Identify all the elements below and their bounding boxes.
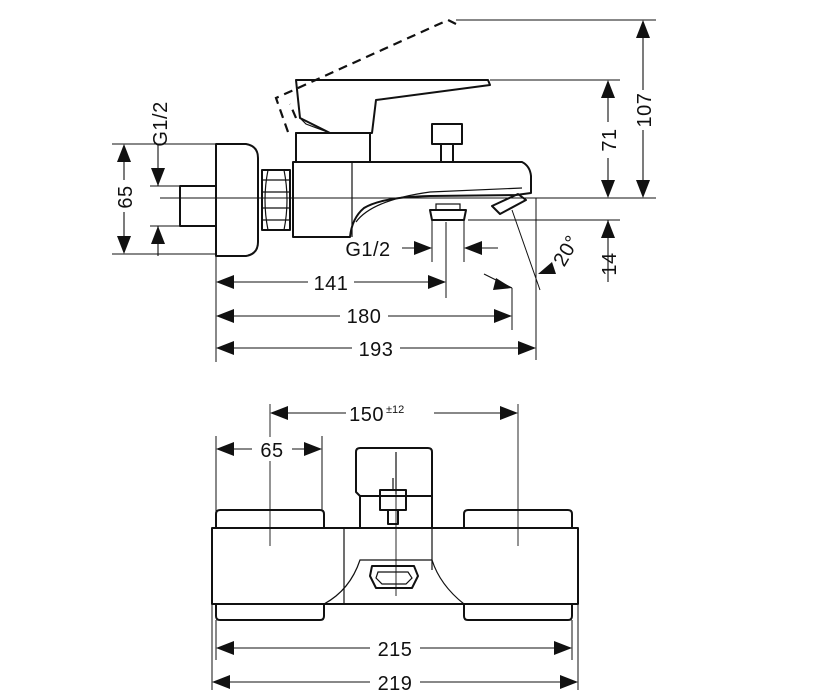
angle-label: 20° (549, 232, 584, 270)
nut-detail (262, 179, 290, 221)
diverter-outlet (491, 193, 527, 215)
side-view: 107 71 14 65 G1/2 G1/2 (112, 18, 656, 362)
right-end-cap-bottom (463, 603, 573, 621)
dim-215-label: 215 (378, 639, 413, 661)
dim-193-label: 193 (359, 339, 394, 361)
dim-14-label: 14 (599, 252, 621, 275)
top-aerator[interactable] (369, 565, 419, 589)
dim-180-label: 180 (347, 306, 382, 328)
dim-65-top-label: 65 (260, 440, 283, 462)
lever-dashed-inner (288, 103, 298, 119)
pipe-stub (179, 185, 217, 227)
top-diverter-stem (387, 509, 399, 525)
aerator-top (435, 203, 461, 211)
aerator-outlet (429, 209, 467, 221)
thread-bottom-label: G1/2 (345, 239, 390, 261)
top-view: 150 ±12 65 215 219 (211, 400, 579, 695)
dim-107-label: 107 (634, 93, 656, 128)
spout-lower-curve (355, 187, 523, 223)
dim-141-label: 141 (314, 273, 349, 295)
lever-inner-line (299, 117, 331, 134)
dim-71-label: 71 (599, 128, 621, 151)
dim-150-tolerance: ±12 (386, 404, 404, 416)
spout-body (292, 161, 532, 238)
cartridge-block (295, 132, 371, 163)
thread-left-label: G1/2 (150, 101, 172, 146)
dim-150-label: 150 (349, 404, 384, 426)
lever-outline (295, 79, 491, 134)
escutcheon (215, 143, 259, 257)
nut-curves (264, 169, 288, 231)
top-diverter[interactable] (379, 489, 407, 511)
dim-219-label: 219 (378, 673, 413, 695)
diverter-stem (440, 143, 454, 163)
lever-dashed-position (274, 18, 457, 133)
left-end-cap-bottom (215, 603, 325, 621)
diverter-knob[interactable] (431, 123, 463, 145)
connection-nut (261, 169, 291, 231)
dim-65-side-label: 65 (115, 185, 137, 208)
top-lever[interactable] (355, 447, 433, 497)
